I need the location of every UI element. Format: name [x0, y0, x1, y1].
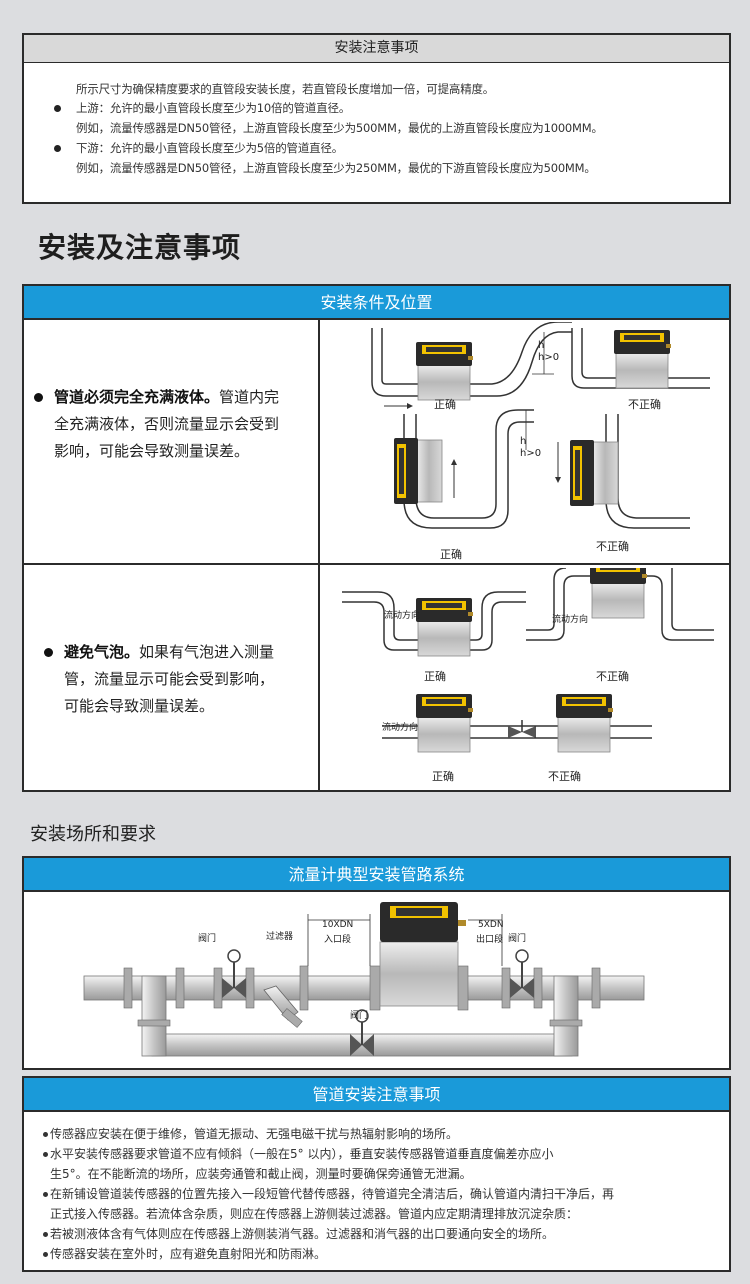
bullet-icon: [43, 1232, 48, 1237]
note-line-upstream-example: 例如，流量传感器是DN50管径，上游直管段长度至少为500MM，最优的上游直管段…: [76, 121, 603, 135]
note-line-1: 所示尺寸为确保精度要求的直管段安装长度，若直管段长度增加一倍，可提高精度。: [76, 82, 495, 96]
typical-system-title: 流量计典型安装管路系统: [24, 858, 729, 892]
note-line-upstream: 上游：允许的最小直管段长度至少为10倍的管道直径。: [76, 101, 351, 115]
piping-note-1: 传感器应安装在便于维修，管道无振动、无强电磁干扰与热辐射影响的场所。: [50, 1127, 459, 1141]
label-wrong: 不正确: [548, 770, 581, 783]
install-conditions-table: 安装条件及位置 管道必须完全充满液体。管道内完 全充满液体，否则流量显示会受到 …: [22, 284, 731, 792]
bullet-icon: [34, 393, 43, 402]
outlet-section-label: 出口段: [476, 935, 504, 945]
full-pipe-diagram: [371, 322, 710, 529]
note-line-downstream: 下游：允许的最小直管段长度至少为5倍的管道直径。: [76, 141, 344, 155]
note-line-downstream-example: 例如，流量传感器是DN50管径，上游直管段长度至少为250MM，最优的下游直管段…: [76, 161, 596, 175]
piping-note-4: 若被测液体含有气体则应在传感器上游侧装消气器。过滤器和消气器的出口要通向安全的场…: [50, 1227, 555, 1241]
outlet-length-label: 5XDN: [478, 920, 504, 930]
inlet-length-label: 10XDN: [322, 920, 354, 930]
piping-note-2: 水平安装传感器要求管道不应有倾斜（一般在5° 以内），垂直安装传感器管道垂直度偏…: [50, 1147, 554, 1161]
label-correct: 正确: [424, 670, 446, 683]
piping-note-2b: 生5°。在不能断流的场所，应装旁通管和截止阀，测量时要确保旁通管无泄漏。: [50, 1167, 472, 1181]
valve-label: 阀门: [198, 934, 217, 944]
piping-notes-title: 管道安装注意事项: [24, 1078, 729, 1112]
bubble-bold: 避免气泡。: [64, 643, 140, 661]
install-conditions-title: 安装条件及位置: [24, 286, 729, 320]
valve-label: 阀门: [350, 1011, 369, 1021]
typical-system-box: 流量计典型安装管路系统: [22, 856, 731, 1070]
inlet-section-label: 入口段: [324, 935, 352, 945]
label-wrong: 不正确: [628, 398, 661, 411]
piping-note-3b: 正式接入传感器。若流体含杂质，则应在传感器上游侧装过滤器。管道内应定期清理排放沉…: [50, 1207, 579, 1221]
page-title: 安装及注意事项: [38, 231, 242, 264]
label-correct: 正确: [434, 398, 456, 411]
valve-label: 阀门: [508, 934, 527, 944]
filter-label: 过滤器: [266, 932, 294, 942]
install-notes-title: 安装注意事项: [24, 35, 729, 63]
bullet-icon: [43, 1132, 48, 1137]
bullet-icon: [43, 1252, 48, 1257]
bullet-icon: [44, 648, 53, 657]
bullet-icon: [54, 105, 61, 112]
label-correct: 正确: [432, 770, 454, 783]
install-notes-box: 安装注意事项 所示尺寸为确保精度要求的直管段安装长度，若直管段长度增加一倍，可提…: [22, 33, 731, 204]
bullet-icon: [43, 1192, 48, 1197]
bubble-diagram: [342, 568, 714, 753]
typical-piping-diagram: [83, 902, 645, 1057]
label-wrong: 不正确: [596, 540, 629, 553]
piping-note-5: 传感器安装在室外时，应有避免直射阳光和防雨淋。: [50, 1247, 327, 1261]
piping-note-3: 在新铺设管道装传感器的位置先接入一段短管代替传感器，待管道完全清洁后，确认管道内…: [50, 1187, 615, 1201]
install-location-subtitle: 安装场所和要求: [30, 824, 156, 845]
full-pipe-note: 管道必须完全充满液体。管道内完 全充满液体，否则流量显示会受到 影响，可能会导致…: [34, 384, 279, 465]
bubble-note: 避免气泡。如果有气泡进入测量 管，流量显示可能会受到影响， 可能会导致测量误差。: [44, 639, 274, 720]
label-wrong: 不正确: [596, 670, 629, 683]
piping-notes-box: 管道安装注意事项 传感器应安装在便于维修，管道无振动、无强电磁干扰与热辐射影响的…: [22, 1076, 731, 1272]
bullet-icon: [43, 1152, 48, 1157]
full-pipe-bold: 管道必须完全充满液体。: [54, 388, 220, 406]
label-correct: 正确: [440, 548, 462, 561]
bullet-icon: [54, 145, 61, 152]
